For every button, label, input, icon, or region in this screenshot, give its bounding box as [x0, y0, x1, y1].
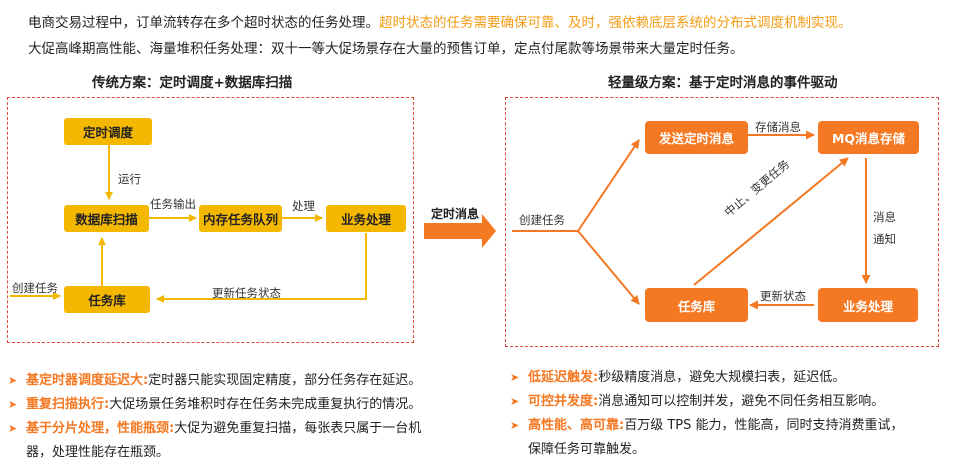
bullet-arrow-icon: ➤: [510, 419, 520, 432]
left-frame: [7, 97, 414, 343]
notify-label-1: 消息: [873, 210, 896, 224]
left-arrows: [10, 145, 367, 303]
process-label: 处理: [292, 199, 315, 213]
bullet-key: 基于分片处理，性能瓶颈:: [26, 421, 175, 436]
bullet-text: 消息通知可以控制并发，避免不同任务相互影响。: [598, 394, 885, 409]
bullet-text: 器，处理性能存在瓶颈。: [26, 445, 170, 460]
update-status-label-right: 更新状态: [760, 289, 806, 303]
center-arrow: [424, 214, 496, 248]
right-bullet-1: ➤ 低延迟触发:秒级精度消息，避免大规模扫表，延迟低。: [510, 366, 960, 390]
bullet-text: 定时器只能实现固定精度，部分任务存在延迟。: [148, 373, 422, 388]
left-bullet-3-cont: 器，处理性能存在瓶颈。: [8, 441, 478, 465]
bullet-text: 百万级 TPS 能力，性能高，同时支持消费重试，: [624, 418, 904, 433]
mq-storage-box: MQ消息存储: [818, 121, 919, 154]
intro-plain: 电商交易过程中，订单流转存在多个超时状态的任务处理。: [28, 15, 379, 31]
bullet-text: 保障任务可靠触发。: [528, 442, 646, 457]
update-status-label-left: 更新任务状态: [212, 286, 281, 300]
create-task-label-right: 创建任务: [519, 213, 565, 227]
right-arrows: [512, 130, 871, 310]
db-scan-box: 数据库扫描: [64, 205, 149, 232]
left-bullets: ➤ 基定时器调度延迟大:定时器只能实现固定精度，部分任务存在延迟。 ➤ 重复扫描…: [8, 369, 478, 465]
create-task-label-left: 创建任务: [12, 281, 58, 295]
left-bullet-2: ➤ 重复扫描执行:大促场景任务堆积时存在任务未完成重复执行的情况。: [8, 393, 478, 417]
bullet-text: 大促场景任务堆积时存在任务未完成重复执行的情况。: [109, 397, 422, 412]
intro-highlight: 超时状态的任务需要确保可靠、及时，强依赖底层系统的分布式调度机制实现。: [379, 15, 852, 31]
bullet-arrow-icon: ➤: [510, 371, 520, 384]
center-label: 定时消息: [431, 207, 480, 221]
bullet-key: 高性能、高可靠:: [528, 418, 625, 433]
bullet-text: 秒级精度消息，避免大规模扫表，延迟低。: [598, 370, 846, 385]
bullet-arrow-icon: ➤: [8, 422, 18, 435]
task-db-box-left: 任务库: [64, 286, 150, 313]
bullet-key: 重复扫描执行:: [26, 397, 110, 412]
notify-label-2: 通知: [873, 232, 896, 246]
send-delayed-msg-box: 发送定时消息: [645, 121, 748, 154]
intro-line-1: 电商交易过程中，订单流转存在多个超时状态的任务处理。超时状态的任务需要确保可靠、…: [28, 14, 852, 32]
intro-line-2: 大促高峰期高性能、海量堆积任务处理：双十一等大促场景存在大量的预售订单，定点付尾…: [28, 41, 744, 57]
business-box-right: 业务处理: [818, 288, 918, 322]
task-db-box-right: 任务库: [645, 288, 748, 322]
right-bullet-2: ➤ 可控并发度:消息通知可以控制并发，避免不同任务相互影响。: [510, 390, 960, 414]
right-bullets: ➤ 低延迟触发:秒级精度消息，避免大规模扫表，延迟低。 ➤ 可控并发度:消息通知…: [510, 366, 960, 462]
right-title: 轻量级方案：基于定时消息的事件驱动: [608, 75, 838, 91]
bullet-arrow-icon: ➤: [8, 398, 18, 411]
bullet-key: 可控并发度:: [528, 394, 599, 409]
left-title: 传统方案：定时调度+数据库扫描: [92, 75, 293, 91]
task-output-label: 任务输出: [150, 197, 196, 211]
memory-queue-box: 内存任务队列: [199, 205, 282, 232]
right-frame: [505, 97, 939, 347]
bullet-text: 大促为避免重复扫描，每张表只属于一台机: [174, 421, 422, 436]
bullet-key: 基定时器调度延迟大:: [26, 373, 149, 388]
right-bullet-3-cont: 保障任务可靠触发。: [510, 438, 960, 462]
left-bullet-3: ➤ 基于分片处理，性能瓶颈:大促为避免重复扫描，每张表只属于一台机: [8, 417, 478, 441]
bullet-arrow-icon: ➤: [8, 374, 18, 387]
right-bullet-3: ➤ 高性能、高可靠:百万级 TPS 能力，性能高，同时支持消费重试，: [510, 414, 960, 438]
scheduler-box: 定时调度: [64, 118, 152, 145]
bullet-arrow-icon: ➤: [510, 395, 520, 408]
bullet-key: 低延迟触发:: [528, 370, 599, 385]
business-box-left: 业务处理: [326, 205, 406, 232]
store-msg-label: 存储消息: [755, 120, 801, 134]
run-label: 运行: [118, 172, 141, 186]
left-bullet-1: ➤ 基定时器调度延迟大:定时器只能实现固定精度，部分任务存在延迟。: [8, 369, 478, 393]
